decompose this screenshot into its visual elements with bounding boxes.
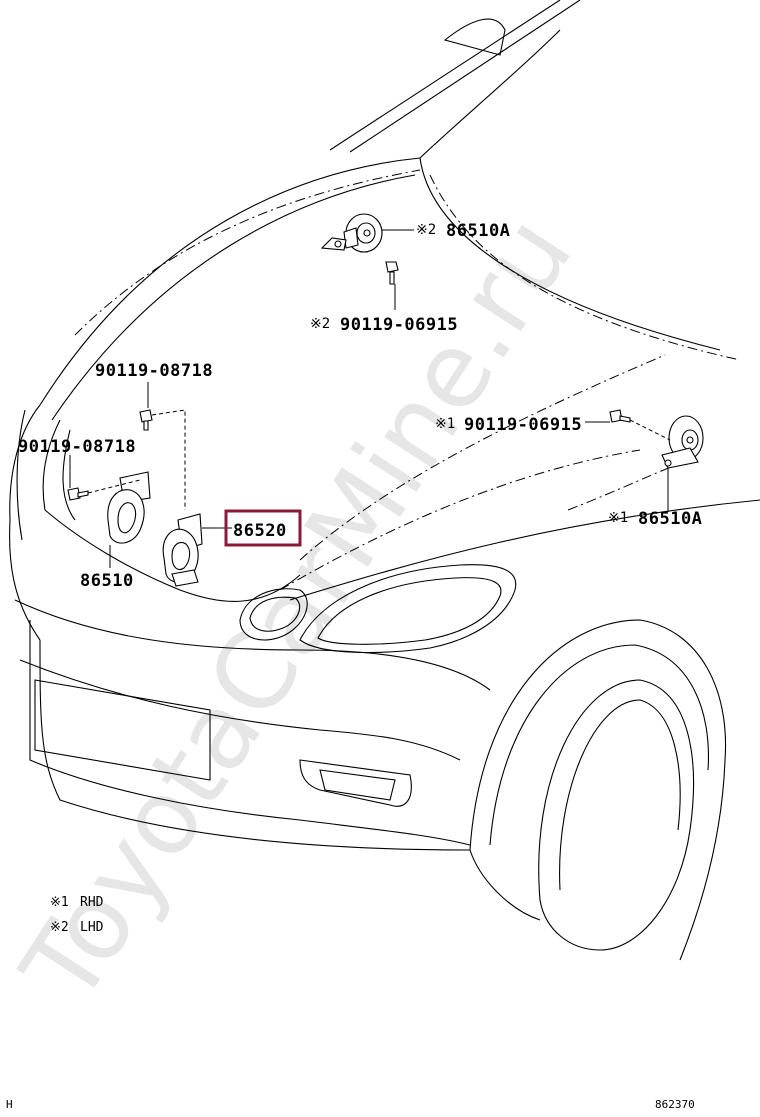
legend-mark: ※1 [50,895,69,910]
part-number-86510a-rhd: 86510A [638,509,702,529]
part-number-90119-06915-rhd: 90119-06915 [464,415,582,435]
highlight-box [224,509,302,547]
callout-bolt-upper: 90119-08718 [95,361,213,381]
callout-bolt-lhd: ※2 90119-06915 [310,315,458,335]
legend: ※1 RHD ※2 LHD [50,895,104,935]
footer-left: H [6,1098,13,1111]
part-number-86510: 86510 [80,571,134,591]
mark-lhd: ※2 [416,222,436,238]
part-number-86520[interactable]: 86520 [233,521,287,541]
legend-mark: ※2 [50,920,69,935]
part-number-90119-08718-left: 90119-08718 [18,437,136,457]
bolt-upper-drawing [139,409,153,431]
bolt-lhd-drawing [385,261,399,285]
callout-horn-lhd: ※2 86510A [416,221,510,241]
leader-lines [69,229,671,568]
horn-high-drawing [107,471,151,544]
legend-text: LHD [80,920,104,935]
mark-rhd: ※1 [608,510,628,526]
illustration-number: 862370 [655,1098,695,1111]
mark-rhd: ※1 [435,416,455,432]
legend-text: RHD [80,895,104,910]
callout-horn-low[interactable]: 86520 [224,509,302,547]
callout-horn-rhd: ※1 86510A [608,509,702,529]
horn-low-drawing [162,513,203,587]
callout-horn-high: 86510 [80,571,134,591]
horn-rhd-drawing [661,415,704,469]
part-number-90119-08718-upper: 90119-08718 [95,361,213,381]
horn-lhd-drawing [320,213,383,253]
car-body-drawing [9,0,760,961]
bolt-left-drawing [67,487,89,501]
part-number-90119-06915-lhd: 90119-06915 [340,315,458,335]
bolt-rhd-drawing [609,409,631,423]
mark-lhd: ※2 [310,316,330,332]
part-number-86510a-lhd: 86510A [446,221,510,241]
callout-bolt-left: 90119-08718 [18,437,136,457]
callout-bolt-rhd: ※1 90119-06915 [435,415,582,435]
